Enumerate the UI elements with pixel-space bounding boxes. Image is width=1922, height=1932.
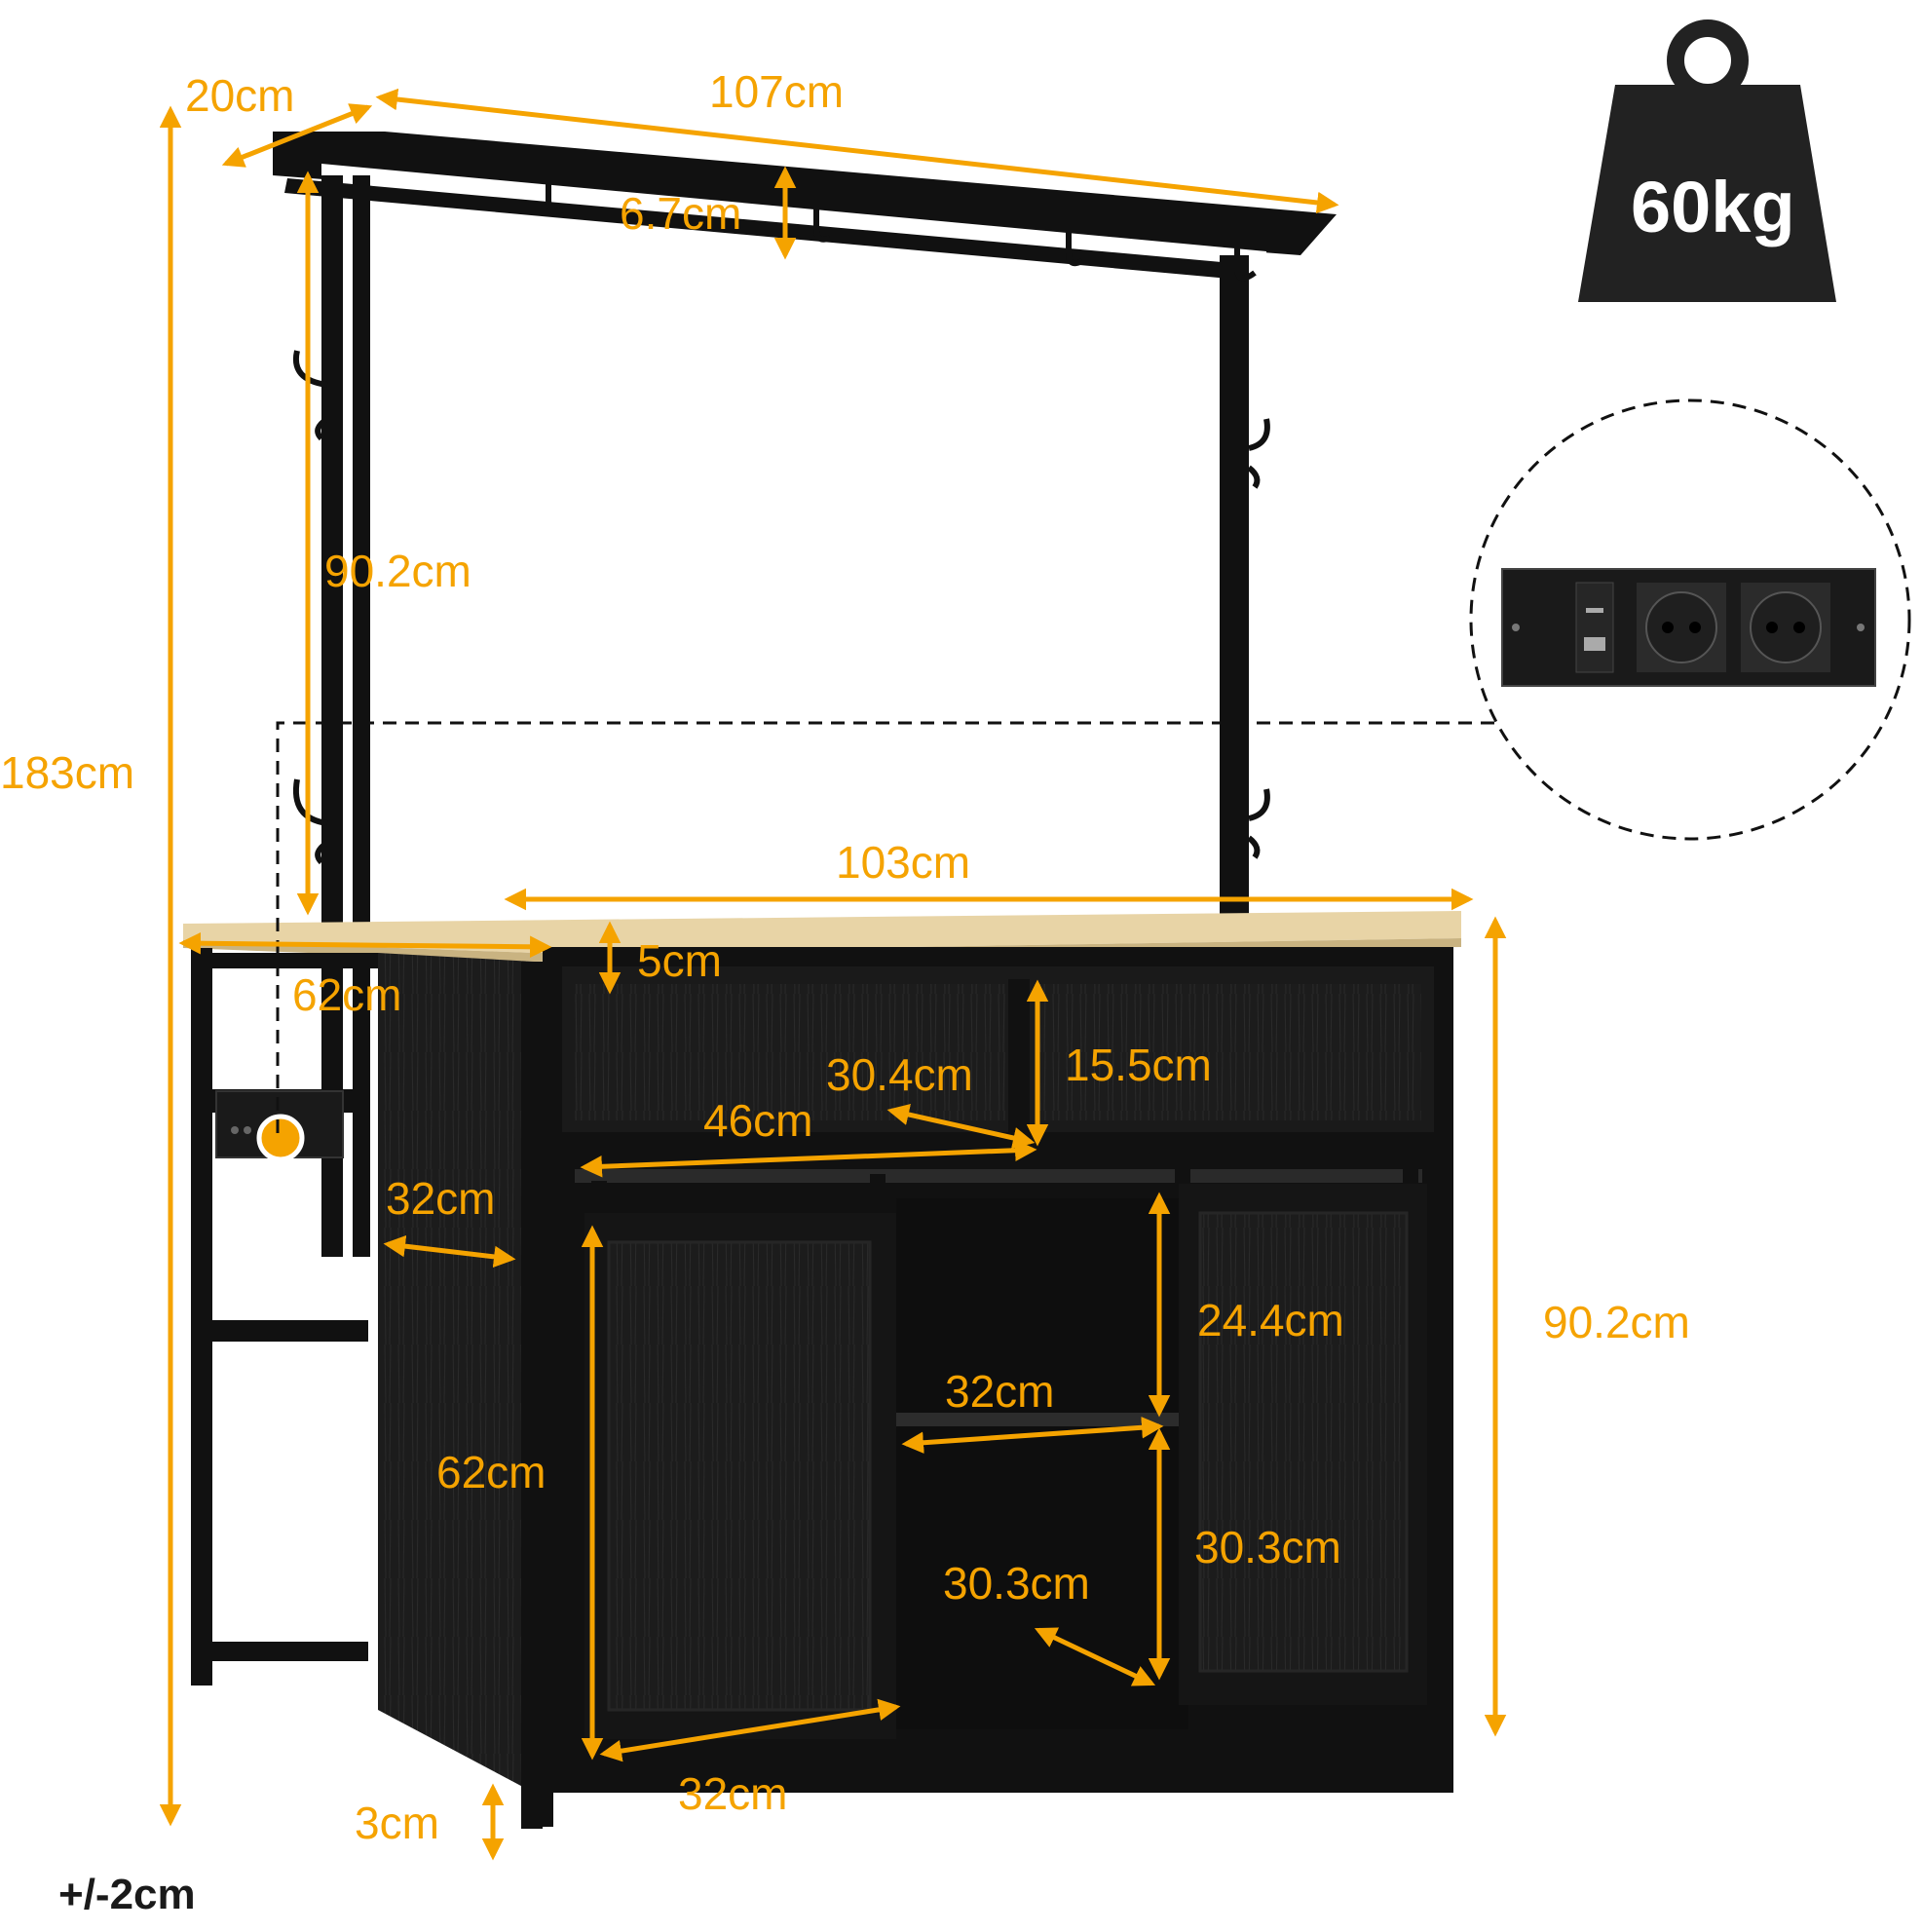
right-post [1220, 255, 1249, 921]
top-depth-label: 20cm [185, 70, 295, 121]
dimension-arrows [159, 88, 1507, 1861]
side-depth-label: 62cm [292, 969, 402, 1020]
rail-gap-label: 6.7cm [620, 188, 742, 239]
left-sliding-door [584, 1213, 896, 1739]
tolerance-label: +/-2cm [58, 1871, 196, 1918]
top-rack [273, 132, 1337, 279]
middle-lower-height-label: 30.3cm [943, 1558, 1090, 1609]
middle-width-label: 32cm [945, 1366, 1055, 1417]
cabinet-height-label: 90.2cm [1543, 1297, 1690, 1347]
shelf-depth-label: 30.4cm [826, 1049, 973, 1100]
side-shelf-frame [191, 948, 543, 1829]
power-socket-strip-icon [1501, 568, 1876, 687]
weight-icon [1578, 19, 1836, 302]
right-sliding-door [1179, 1184, 1427, 1705]
shelf-height-label: 15.5cm [1065, 1040, 1212, 1090]
socket-callout-lines [276, 398, 1911, 1133]
top-thickness-label: 5cm [637, 935, 722, 986]
door-height-label: 62cm [436, 1447, 546, 1497]
weight-capacity-label: 60kg [1631, 167, 1795, 247]
left-front-post [353, 175, 370, 1257]
door-width-label: 32cm [678, 1768, 788, 1819]
right-lower-height-label: 30.3cm [1194, 1522, 1341, 1572]
foot-height-label: 3cm [355, 1798, 439, 1848]
top-width-label: 107cm [709, 66, 845, 117]
side-shelf-depth-label: 32cm [386, 1173, 496, 1224]
counter-width-label: 103cm [836, 837, 971, 888]
middle-upper-height-label: 24.4cm [1197, 1295, 1344, 1345]
total-height-label: 183cm [0, 747, 135, 798]
left-rear-post [321, 175, 343, 1257]
side-socket [215, 1090, 344, 1162]
barn-door-rail [575, 1169, 1422, 1183]
shelf-width-label: 46cm [703, 1095, 813, 1146]
upper-height-label: 90.2cm [324, 546, 471, 596]
side-hooks [292, 350, 1270, 865]
